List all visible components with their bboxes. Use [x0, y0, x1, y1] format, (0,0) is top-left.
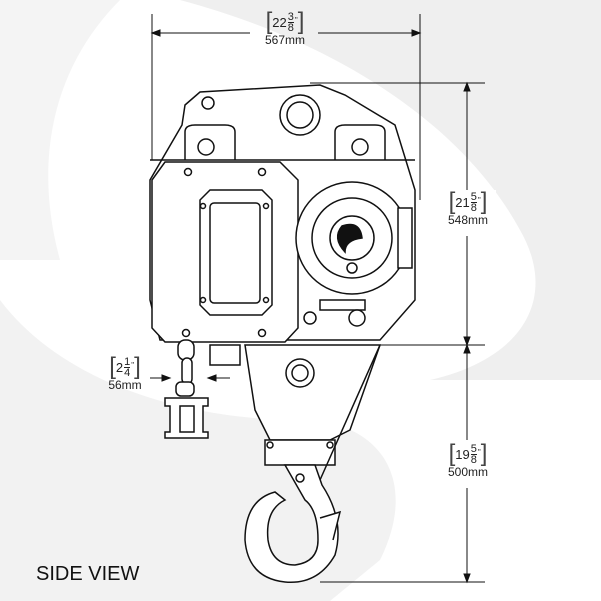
control-box [151, 161, 299, 343]
inch-mark: " [131, 361, 135, 370]
dimension-mm: 567mm [264, 33, 305, 47]
inch-mark: " [477, 196, 481, 205]
chain [164, 339, 241, 439]
motor-drum [295, 181, 413, 327]
fraction-numerator: 3 [287, 10, 294, 23]
dimension-inches-whole: 21 [455, 194, 470, 210]
hook [244, 464, 342, 584]
fraction-numerator: 1 [124, 355, 131, 368]
fraction-denominator: 8 [470, 201, 477, 214]
fraction-denominator: 4 [124, 366, 131, 379]
dimension-inches-whole: 19 [455, 446, 470, 462]
fraction-denominator: 8 [287, 21, 294, 34]
inch-mark: " [477, 448, 481, 457]
fraction-numerator: 5 [470, 190, 477, 203]
fraction-denominator: 8 [470, 453, 477, 466]
dimension-mm: 548mm [447, 213, 488, 227]
view-title: SIDE VIEW [36, 563, 140, 585]
inch-mark: " [294, 16, 298, 25]
load-block [244, 344, 382, 481]
fraction-numerator: 5 [470, 442, 477, 455]
dimension-inches-whole: 2 [115, 359, 124, 375]
dimension-mm: 56mm [108, 378, 142, 392]
dimension-lines [150, 14, 485, 584]
dimension-inches-whole: 22 [272, 14, 287, 30]
dimension-mm: 500mm [447, 465, 488, 479]
